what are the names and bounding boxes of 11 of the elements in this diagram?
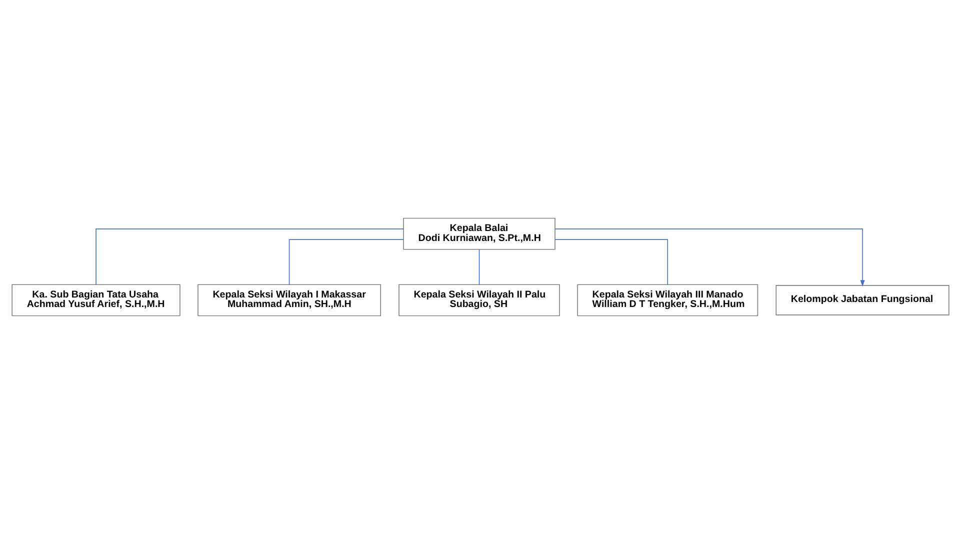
arrow: [554, 228, 865, 287]
node-box: Kelompok Jabatan Fungsional: [776, 285, 950, 316]
node-box: Ka. Sub Bagian Tata Usaha Achmad Yusuf Arief, S.H.,M.H: [12, 284, 180, 316]
connector: [478, 249, 480, 285]
node-box: Kepala Seksi Wilayah III Manado William D T Tengker, S.H.,M.Hum: [577, 284, 758, 316]
connector: [96, 228, 404, 285]
node-box: Kepala Seksi Wilayah II Palu Subagio, SH: [398, 284, 560, 316]
connector: [288, 239, 404, 285]
connector: [554, 239, 668, 285]
node-box: Kepala Balai Dodi Kurniawan, S.Pt.,M.H: [403, 218, 556, 250]
node-box: Kepala Seksi Wilayah I Makassar Muhammad Amin, SH.,M.H: [198, 284, 381, 316]
